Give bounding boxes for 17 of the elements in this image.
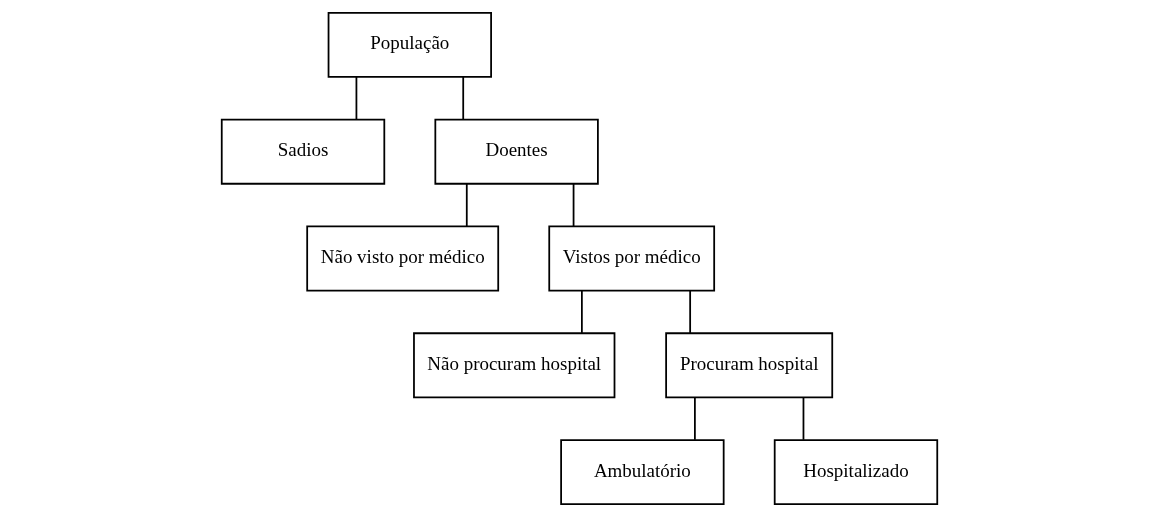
node-box: Doentes — [433, 118, 599, 185]
node-box: Vistos por médico — [547, 225, 715, 292]
connector — [580, 289, 583, 334]
node-box: Ambulatório — [559, 439, 725, 505]
node-box: População — [327, 12, 492, 78]
connector — [461, 76, 464, 121]
connector — [693, 396, 696, 441]
connector — [465, 182, 468, 227]
node-box: Procuram hospital — [664, 332, 833, 399]
connector — [572, 182, 574, 227]
node-box: Hospitalizado — [773, 439, 938, 505]
node-box: Não procuram hospital — [412, 332, 615, 399]
connector — [355, 76, 357, 121]
node-box: Não visto por médico — [305, 225, 499, 292]
connector — [802, 396, 804, 441]
connector — [688, 289, 691, 334]
node-box: Sadios — [220, 118, 385, 185]
